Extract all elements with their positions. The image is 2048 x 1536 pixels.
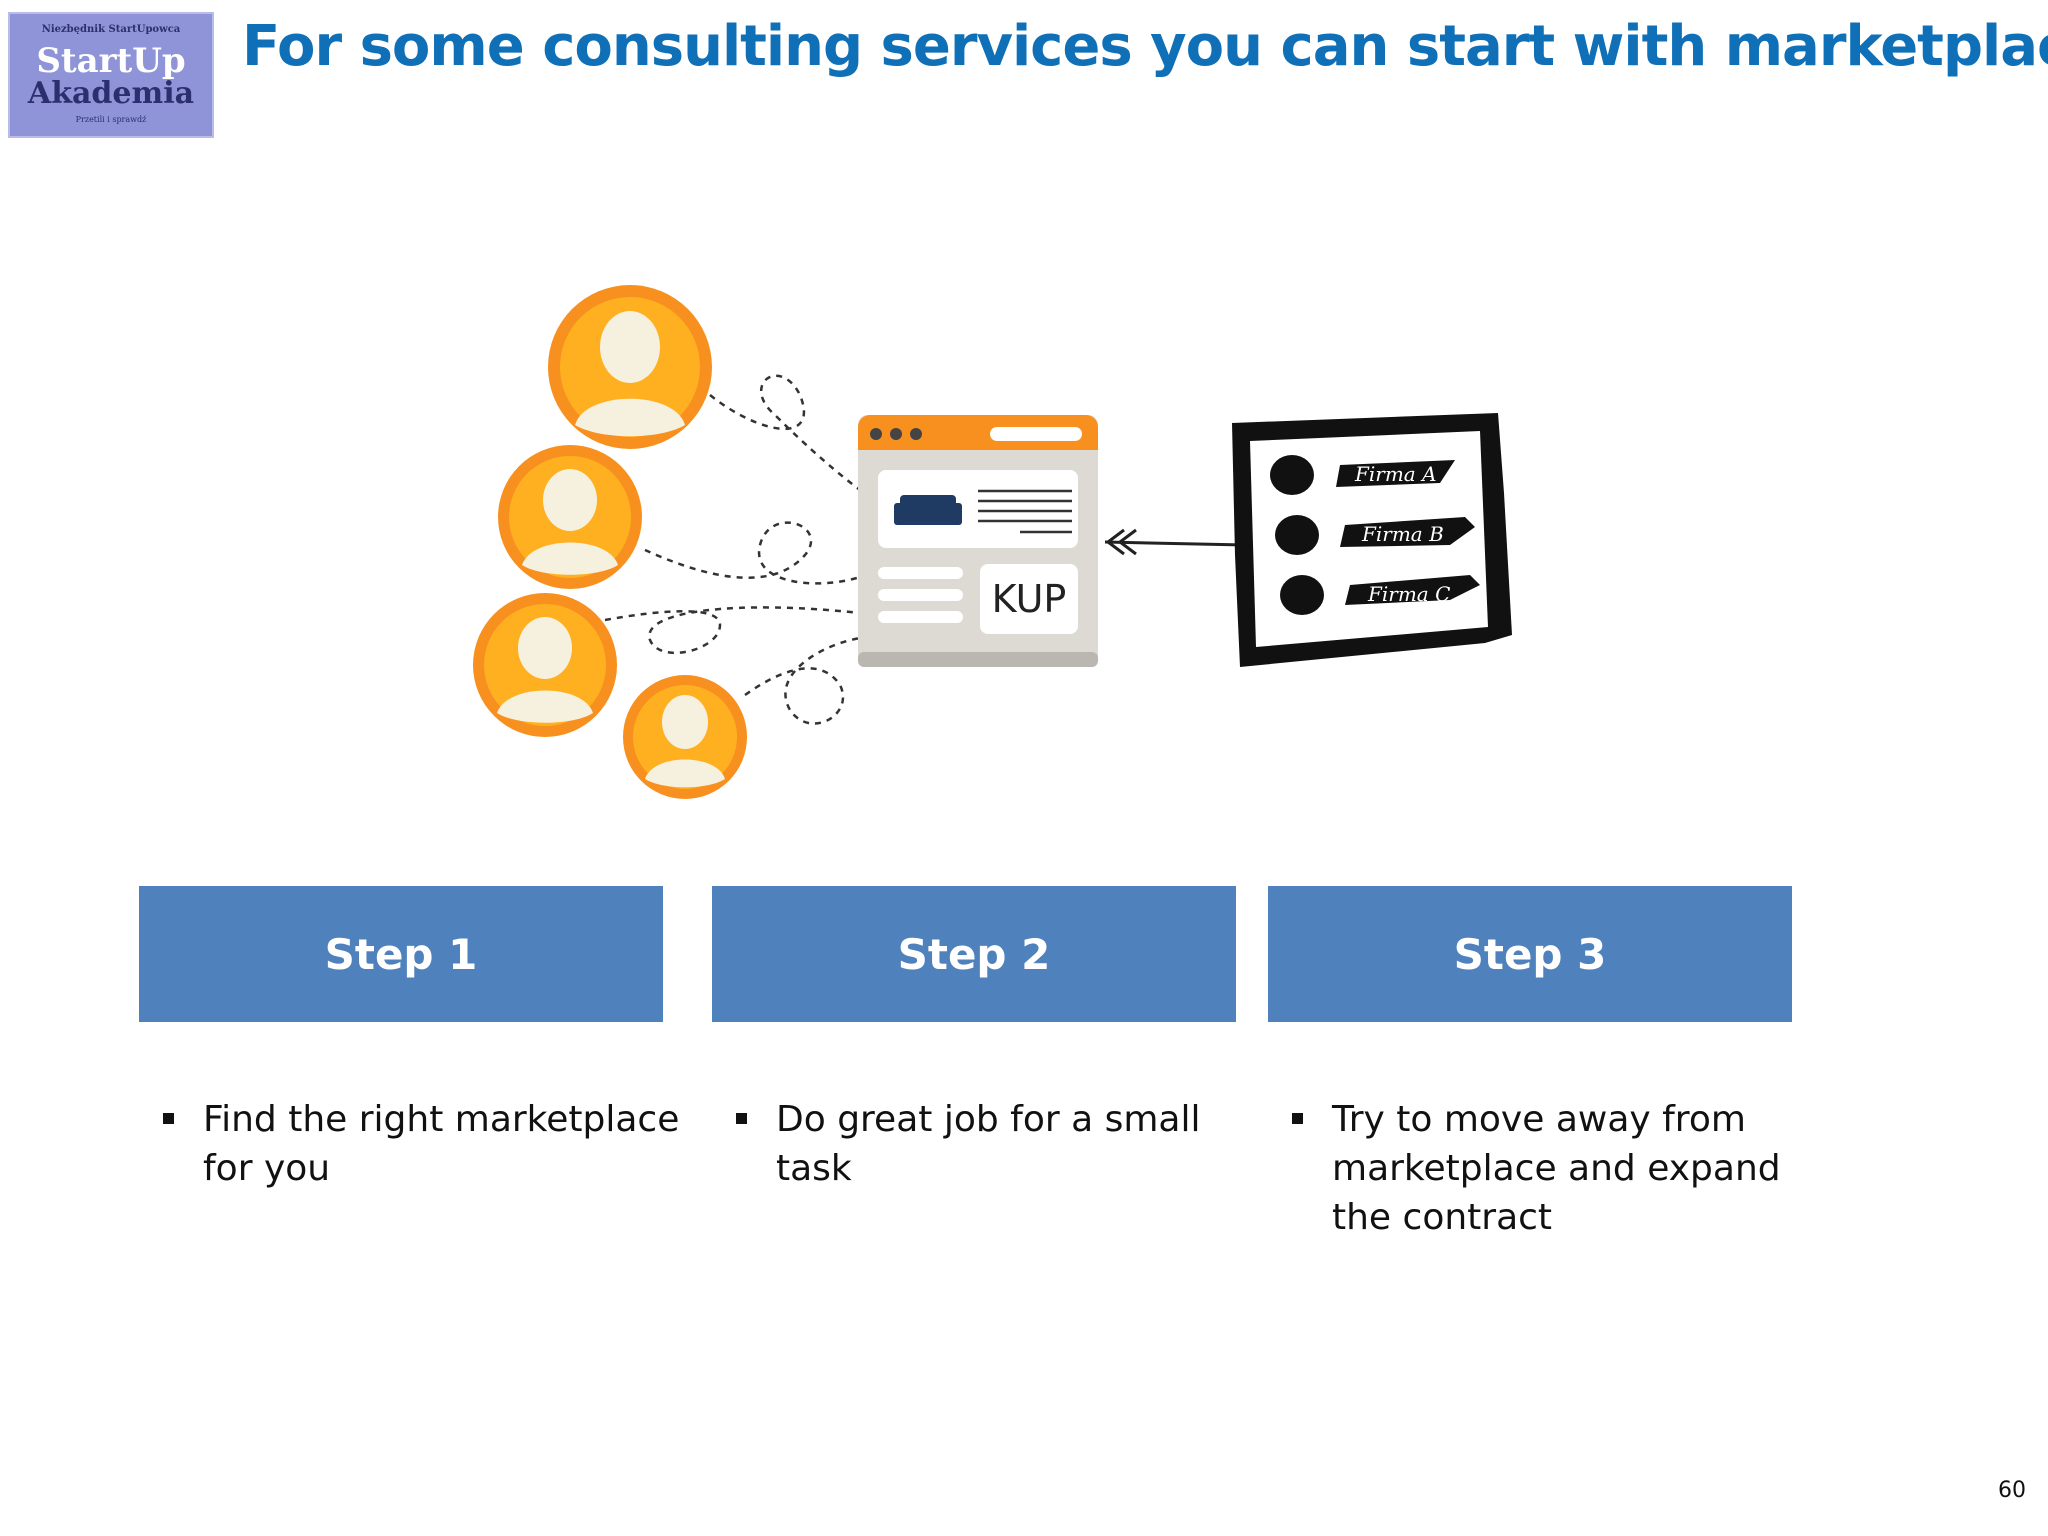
sofa-icon (894, 495, 962, 525)
marketplace-diagram: KUP Firma A Firma B Firma C (473, 285, 1512, 799)
logo-line1: StartUp (36, 41, 186, 81)
step-1-box: Step 1 (139, 886, 663, 1022)
marketplace-browser-window: KUP (858, 415, 1098, 667)
companies-list-board: Firma A Firma B Firma C (1232, 413, 1512, 667)
step-3-label: Step 3 (1453, 929, 1607, 979)
company-b-label: Firma B (1361, 522, 1444, 546)
connector-4 (744, 636, 861, 725)
bullet-square-icon (163, 1113, 174, 1124)
connector-2 (644, 521, 861, 585)
user-avatar-3 (473, 593, 617, 737)
step-1-label: Step 1 (324, 929, 478, 979)
connector-1 (709, 374, 861, 491)
company-c-label: Firma C (1367, 582, 1450, 606)
step-2-label: Step 2 (897, 929, 1051, 979)
buy-button-label: KUP (992, 577, 1067, 621)
bullet-square-icon (1292, 1113, 1303, 1124)
user-avatar-4 (623, 675, 747, 799)
bullet-square-icon (736, 1113, 747, 1124)
logo-line2: Akademia (27, 76, 195, 111)
arrow-to-marketplace (1104, 528, 1246, 556)
step-2-box: Step 2 (712, 886, 1236, 1022)
step-1-bullet-text: Find the right marketplace for you (203, 1099, 680, 1189)
logo-top-text: Niezbędnik StartUpowca (41, 24, 181, 35)
step-3-box: Step 3 (1268, 886, 1792, 1022)
connector-3 (604, 606, 861, 655)
step-3-bullet-text: Try to move away from marketplace and ex… (1332, 1099, 1781, 1238)
startup-akademia-logo: Niezbędnik StartUpowca StartUp Akademia … (8, 12, 214, 138)
slide-title: For some consulting services you can sta… (242, 14, 2048, 79)
user-avatar-2 (498, 445, 642, 589)
logo-bottom-text: Przetili i sprawdź (75, 115, 147, 124)
page-number: 60 (1998, 1478, 2026, 1503)
step-2-bullet-text: Do great job for a small task (776, 1099, 1201, 1189)
company-a-label: Firma A (1354, 462, 1437, 486)
user-avatar-1 (548, 285, 712, 449)
